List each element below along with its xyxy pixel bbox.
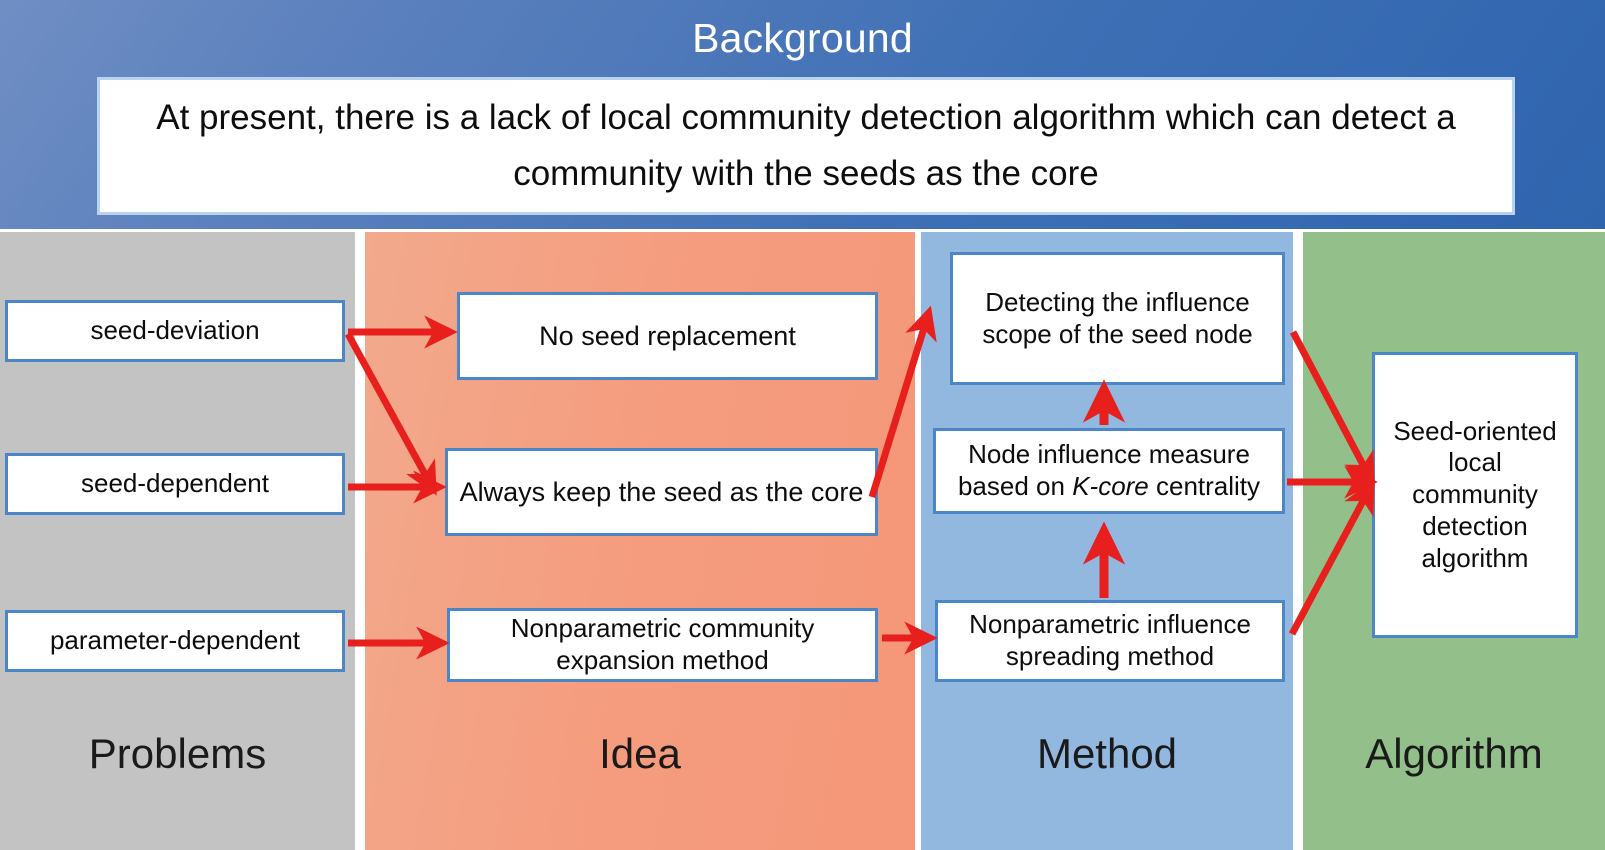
node-seed-dependent-label: seed-dependent bbox=[81, 468, 269, 499]
line-1: Nonparametric influence bbox=[969, 609, 1251, 640]
node-seed-deviation-label: seed-deviation bbox=[90, 315, 260, 346]
column-method: Detecting the influence scope of the see… bbox=[921, 232, 1293, 850]
node-detecting-influence-scope[interactable]: Detecting the influence scope of the see… bbox=[950, 252, 1285, 385]
node-node-influence-measure-label: Node influence measure based on K-core c… bbox=[950, 439, 1268, 502]
line-2-suffix: centrality bbox=[1148, 471, 1261, 501]
column-label-algorithm: Algorithm bbox=[1365, 730, 1543, 777]
background-statement-box: At present, there is a lack of local com… bbox=[97, 77, 1515, 215]
line-2: spreading method bbox=[1005, 641, 1215, 671]
column-problems: seed-deviation seed-dependent parameter-… bbox=[0, 232, 355, 850]
node-seed-oriented-algorithm-label: Seed-oriented local community detection … bbox=[1393, 415, 1557, 573]
node-detecting-influence-scope-label: Detecting the influence scope of the see… bbox=[974, 287, 1260, 350]
page-title: Background bbox=[692, 15, 913, 61]
node-keep-seed-as-core-label: Always keep the seed as the core bbox=[459, 476, 864, 507]
column-idea: No seed replacement Always keep the seed… bbox=[365, 232, 915, 850]
background-statement-text: At present, there is a lack of local com… bbox=[156, 98, 1456, 193]
node-seed-oriented-algorithm[interactable]: Seed-oriented local community detection … bbox=[1372, 352, 1578, 638]
line-2: scope of the seed node bbox=[982, 318, 1253, 349]
node-parameter-dependent-label: parameter-dependent bbox=[49, 625, 301, 656]
node-no-seed-replacement[interactable]: No seed replacement bbox=[457, 292, 878, 380]
node-seed-dependent[interactable]: seed-dependent bbox=[5, 453, 345, 515]
node-nonparametric-influence-spreading-label: Nonparametric influence spreading method bbox=[961, 609, 1259, 672]
node-parameter-dependent[interactable]: parameter-dependent bbox=[5, 610, 345, 672]
node-seed-deviation[interactable]: seed-deviation bbox=[5, 300, 345, 362]
column-label-idea: Idea bbox=[599, 730, 681, 777]
node-no-seed-replacement-label: No seed replacement bbox=[539, 320, 796, 351]
line-2-emphasis: K-core bbox=[1072, 471, 1149, 501]
node-node-influence-measure[interactable]: Node influence measure based on K-core c… bbox=[933, 428, 1285, 514]
line-2: expansion method bbox=[556, 645, 769, 675]
column-label-method: Method bbox=[1036, 730, 1178, 777]
node-nonparametric-community-expansion-label: Nonparametric community expansion method bbox=[503, 613, 822, 676]
line-2-prefix: based on bbox=[957, 471, 1073, 501]
line-1: Detecting the influence bbox=[985, 286, 1250, 317]
node-nonparametric-community-expansion[interactable]: Nonparametric community expansion method bbox=[447, 608, 878, 682]
node-keep-seed-as-core[interactable]: Always keep the seed as the core bbox=[445, 448, 878, 536]
line-1: Node influence measure bbox=[968, 439, 1250, 470]
column-algorithm: Seed-oriented local community detection … bbox=[1303, 232, 1605, 850]
background-header-banner: Background At present, there is a lack o… bbox=[0, 0, 1605, 229]
column-label-problems: Problems bbox=[88, 730, 267, 777]
node-nonparametric-influence-spreading[interactable]: Nonparametric influence spreading method bbox=[935, 600, 1285, 682]
line-1: Nonparametric community bbox=[510, 613, 815, 644]
